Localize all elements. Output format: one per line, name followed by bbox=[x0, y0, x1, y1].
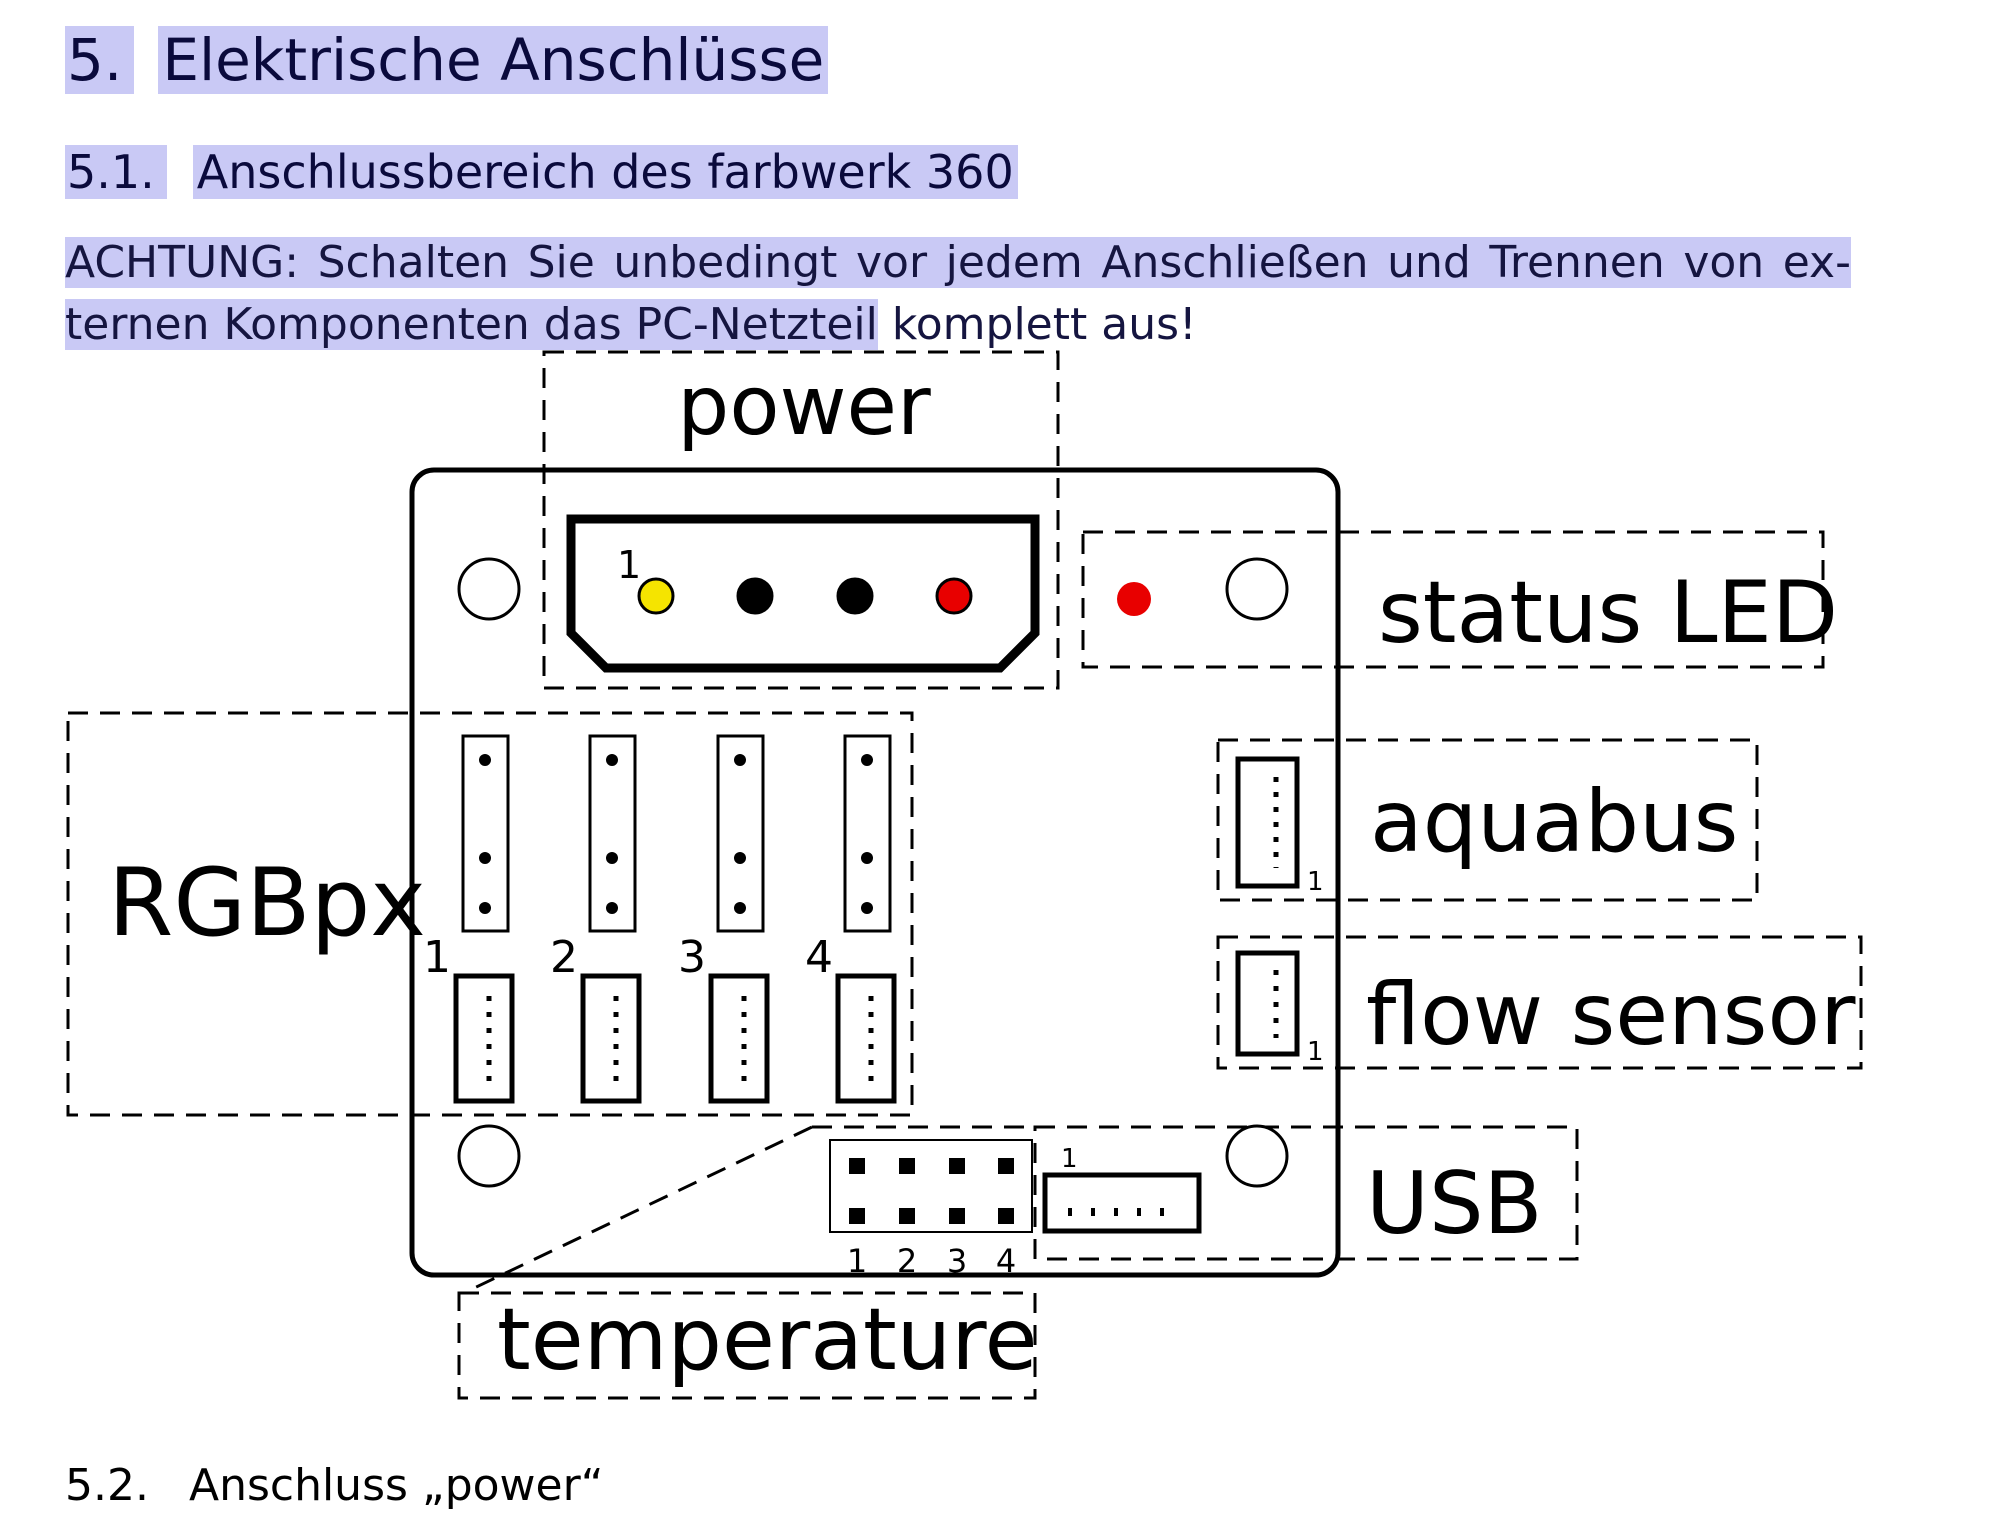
temperature-pin bbox=[849, 1158, 865, 1174]
temperature-leader-line bbox=[469, 1125, 813, 1292]
mounting-hole bbox=[457, 557, 521, 621]
usb-pin1-label: 1 bbox=[1061, 1144, 1078, 1174]
rgbpx-header-pin bbox=[861, 754, 873, 766]
rgbpx-header-pin bbox=[606, 902, 618, 914]
rgbpx-header-pin bbox=[479, 754, 491, 766]
temperature-pins bbox=[849, 1158, 1014, 1224]
rgbpx-zone bbox=[66, 711, 914, 1117]
power-pin1-label: 1 bbox=[617, 543, 641, 587]
next-subsection-number: 5.2. bbox=[65, 1460, 149, 1511]
power-pin bbox=[935, 577, 973, 615]
flow-sensor-pin1-label: 1 bbox=[1307, 1037, 1324, 1067]
section-number: 5. bbox=[65, 26, 135, 94]
next-subsection-title: Anschluss „power“ bbox=[188, 1460, 604, 1511]
temperature-pin bbox=[899, 1208, 915, 1224]
rgbpx-header-pin bbox=[606, 754, 618, 766]
rgbpx-connector bbox=[835, 973, 897, 1104]
rgbpx-connector bbox=[708, 973, 770, 1104]
rgbpx-channel-numbers: 1 2 3 4 bbox=[423, 932, 833, 983]
rgbpx-header-pin bbox=[479, 852, 491, 864]
mounting-hole bbox=[1225, 557, 1289, 621]
label-usb: USB bbox=[1366, 1154, 1543, 1254]
rgbpx-header bbox=[843, 734, 892, 933]
rgbpx-header bbox=[461, 734, 510, 933]
rgbpx-connector bbox=[580, 973, 642, 1104]
pcb-board bbox=[409, 467, 1341, 1278]
next-subsection-heading: 5.2. Anschluss „power“ bbox=[65, 1455, 604, 1517]
mounting-hole bbox=[457, 1124, 521, 1188]
subsection-title: Anschlussbereich des farbwerk 360 bbox=[192, 145, 1018, 199]
label-rgbpx: RGBpx bbox=[108, 849, 426, 958]
temperature-channel-number: 1 bbox=[847, 1242, 867, 1280]
rgbpx-connector bbox=[453, 973, 515, 1104]
status-led-zone bbox=[1081, 530, 1825, 669]
temperature-channel-number: 4 bbox=[996, 1242, 1016, 1280]
warning-paragraph: ACHTUNG: Schalten Sie unbedingt vor jede… bbox=[65, 232, 1851, 356]
temperature-pin bbox=[899, 1158, 915, 1174]
rgbpx-channel-number: 4 bbox=[805, 932, 833, 983]
section-title: Elektrische Anschlüsse bbox=[158, 26, 829, 94]
rgbpx-headers bbox=[461, 734, 892, 933]
label-temperature: temperature bbox=[497, 1290, 1038, 1390]
rgbpx-header bbox=[716, 734, 765, 933]
rgbpx-header-pin bbox=[734, 754, 746, 766]
aquabus-zone bbox=[1216, 738, 1759, 902]
temperature-zone bbox=[457, 1291, 1037, 1400]
power-pin bbox=[836, 577, 874, 615]
power-pins bbox=[637, 577, 973, 615]
label-flow-sensor: flow sensor bbox=[1366, 965, 1856, 1065]
temperature-pin bbox=[949, 1158, 965, 1174]
power-connector bbox=[566, 514, 1040, 673]
subsection-number: 5.1. bbox=[65, 145, 167, 199]
label-power: power bbox=[677, 359, 931, 454]
rgbpx-header-pin bbox=[734, 902, 746, 914]
rgbpx-header bbox=[588, 734, 637, 933]
rgbpx-channel-number: 3 bbox=[678, 932, 706, 983]
temperature-channel-number: 3 bbox=[947, 1242, 967, 1280]
rgbpx-header-pin bbox=[861, 852, 873, 864]
mounting-hole bbox=[1225, 1124, 1289, 1188]
warning-rest-text: komplett aus! bbox=[877, 299, 1197, 350]
temperature-pin bbox=[949, 1208, 965, 1224]
rgbpx-header-pin bbox=[734, 852, 746, 864]
power-pin bbox=[637, 577, 675, 615]
temperature-channel-number: 2 bbox=[897, 1242, 917, 1280]
rgbpx-channel-number: 2 bbox=[550, 932, 578, 983]
temperature-pin bbox=[998, 1208, 1014, 1224]
usb-zone bbox=[1033, 1125, 1579, 1261]
rgbpx-header-pin bbox=[861, 902, 873, 914]
rgbpx-header-pin bbox=[606, 852, 618, 864]
rgbpx-connectors bbox=[453, 973, 897, 1104]
label-status-led: status LED bbox=[1378, 563, 1838, 663]
temperature-pin bbox=[849, 1208, 865, 1224]
rgbpx-header-pin bbox=[479, 902, 491, 914]
subsection-heading: 5.1. Anschlussbereich des farbwerk 360 bbox=[65, 141, 1018, 203]
temperature-pin bbox=[998, 1158, 1014, 1174]
aquabus-connector bbox=[1235, 756, 1300, 889]
usb-connector bbox=[1042, 1172, 1202, 1234]
section-heading: 5. Elektrische Anschlüsse bbox=[65, 18, 829, 102]
flow-sensor-zone bbox=[1216, 935, 1863, 1070]
rgbpx-channel-number: 1 bbox=[423, 932, 451, 983]
aquabus-pin1-label: 1 bbox=[1307, 867, 1324, 897]
flow-sensor-connector bbox=[1235, 950, 1300, 1057]
power-pin bbox=[736, 577, 774, 615]
status-led bbox=[1117, 582, 1151, 616]
label-aquabus: aquabus bbox=[1370, 772, 1738, 872]
power-zone bbox=[542, 350, 1060, 690]
